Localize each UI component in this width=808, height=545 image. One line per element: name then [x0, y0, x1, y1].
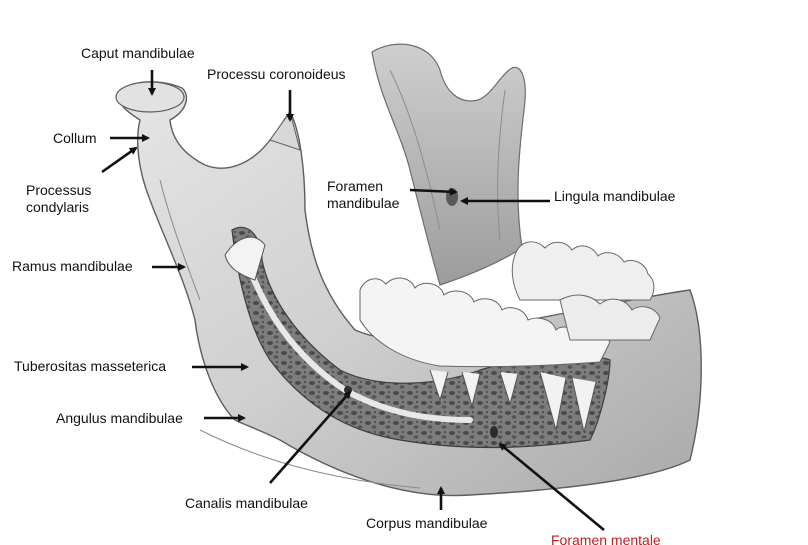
pointer-arrows — [101, 70, 605, 532]
molar-crown-cut — [224, 236, 266, 281]
label-canalis-mandibulae: Canalis mandibulae — [185, 495, 308, 511]
label-processu-coronoideus: Processu coronoideus — [207, 66, 346, 82]
arrow-condylaris — [101, 146, 138, 174]
label-caput-mandibulae: Caput mandibulae — [81, 45, 195, 61]
label-tuberositas-masseterica: Tuberositas masseterica — [14, 358, 166, 374]
arrow-foramen — [409, 187, 458, 196]
condyle-head — [115, 81, 185, 113]
label-angulus-mandibulae: Angulus mandibulae — [56, 410, 183, 426]
label-processus: Processus — [26, 182, 92, 198]
label-foramen: Foramen — [327, 178, 384, 194]
label-foramen-mandibulae: mandibulae — [327, 195, 400, 211]
far-ramus — [371, 43, 526, 286]
arrow-mentale — [498, 442, 605, 532]
arrow-canalis — [269, 390, 352, 484]
label-ramus-mandibulae: Ramus mandibulae — [12, 258, 133, 274]
label-lingula-mandibulae: Lingula mandibulae — [554, 188, 676, 204]
label-condylaris: condylaris — [26, 199, 90, 215]
tooth-row-far — [511, 241, 655, 301]
label-corpus-mandibulae: Corpus mandibulae — [366, 515, 488, 531]
label-foramen-mentale: Foramen mentale — [551, 532, 661, 545]
label-collum: Collum — [53, 130, 97, 146]
tooth-row-near — [359, 277, 661, 433]
